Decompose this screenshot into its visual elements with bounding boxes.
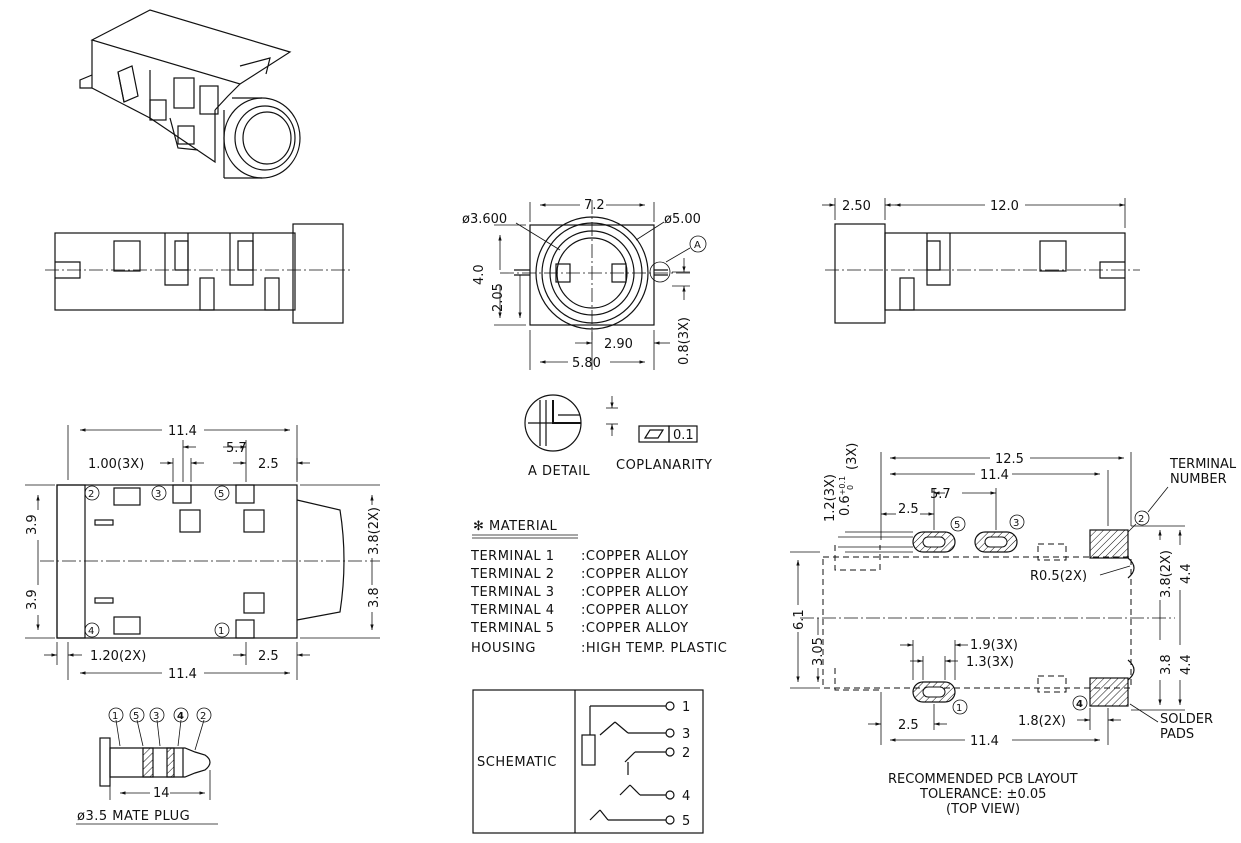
plug-terminal-3: 3: [153, 711, 159, 722]
pcb-caption-3: (TOP VIEW): [946, 802, 1020, 817]
schematic-pin-2: 2: [682, 746, 690, 761]
pcb-dim-lower-slot-w: 1.9(3X): [970, 638, 1018, 653]
solder-pads-label-1: SOLDER: [1160, 712, 1213, 727]
front-view: 7.2 ø3.600 ø5.00 A 4.0 2.05 2.90 5.80 0.…: [462, 198, 707, 371]
pcb-dim-slot-tol: 0.6+0.1: [838, 476, 853, 516]
material-table: ✻ MATERIAL TERMINAL 1 :COPPER ALLOY TERM…: [470, 519, 727, 656]
top-dim-half-top: 3.9: [25, 514, 40, 535]
pcb-dim-radius: R0.5(2X): [1030, 569, 1087, 584]
pcb-dim-overall: 12.5: [995, 452, 1024, 467]
plug-terminal-4: 4: [177, 711, 184, 722]
pcb-terminal-3: 3: [1013, 518, 1019, 529]
plug-caption: ø3.5 MATE PLUG: [77, 809, 190, 824]
schematic-label: SCHEMATIC: [477, 755, 557, 770]
schematic-pin-3: 3: [682, 727, 690, 742]
material-part-5: TERMINAL 5: [470, 621, 555, 636]
pcb-dim-lower-overall: 11.4: [970, 734, 999, 749]
pcb-terminal-4: 4: [1076, 699, 1083, 710]
terminal-number-label-1: TERMINAL: [1169, 457, 1237, 472]
schematic-pin-1: 1: [682, 700, 690, 715]
material-value-3: :COPPER ALLOY: [581, 585, 689, 600]
pcb-dim-inner: 11.4: [980, 468, 1009, 483]
top-dim-right-top: 3.8(2X): [367, 507, 382, 555]
pcb-caption-1: RECOMMENDED PCB LAYOUT: [888, 772, 1078, 787]
pcb-dim-right-top: 3.8(2X): [1159, 550, 1174, 598]
plug-terminal-1: 1: [112, 711, 118, 722]
left-side-view: [45, 223, 350, 324]
top-dim-bottom-pin: 1.20(2X): [90, 649, 146, 664]
front-dim-pin-spacing: 2.90: [604, 337, 633, 352]
material-value-5: :COPPER ALLOY: [581, 621, 689, 636]
pcb-dim-lower-offset: 2.5: [898, 718, 919, 733]
solder-pads-label-2: PADS: [1160, 727, 1194, 742]
pcb-caption-2: TOLERANCE: ±0.05: [919, 787, 1046, 802]
top-dim-half-bot: 3.9: [25, 589, 40, 610]
front-dim-pad-thickness: 0.8(3X): [677, 317, 692, 365]
detail-callout-a: A: [694, 240, 701, 251]
material-part-4: TERMINAL 4: [470, 603, 555, 618]
top-terminal-1: 1: [218, 626, 224, 637]
front-dim-dia-small: ø3.600: [462, 212, 507, 227]
material-value-1: :COPPER ALLOY: [581, 549, 689, 564]
a-detail-caption: A DETAIL: [528, 464, 590, 479]
pcb-dim-right-bot2: 4.4: [1179, 654, 1194, 675]
pcb-layout: 5 3 2 1 4 TERMINAL NUMBER SOLDER PADS R0…: [790, 443, 1237, 817]
pcb-dim-slot-tol-sub: 0: [846, 485, 855, 490]
material-part-2: TERMINAL 2: [470, 567, 555, 582]
pcb-dim-right-bot: 3.8: [1159, 654, 1174, 675]
coplanarity-value: 0.1: [673, 428, 694, 443]
plug-terminal-2: 2: [200, 711, 206, 722]
top-dim-pin-offset: 2.5: [258, 457, 279, 472]
top-terminal-2: 2: [88, 489, 94, 500]
right-side-view: 2.50 12.0: [822, 198, 1140, 324]
pcb-terminal-1: 1: [956, 703, 962, 714]
right-dim-nose: 2.50: [842, 199, 871, 214]
front-dim-width: 7.2: [584, 198, 605, 213]
front-dim-offset: 2.05: [491, 283, 506, 312]
coplanarity-label: COPLANARITY: [616, 458, 712, 473]
pcb-dim-slot-pitch: 5.7: [930, 487, 951, 502]
front-dim-height: 4.0: [472, 264, 487, 285]
pcb-dim-slot-tol-suffix: (3X): [845, 443, 860, 470]
top-dim-bottom-offset: 2.5: [258, 649, 279, 664]
material-heading: ✻ MATERIAL: [473, 519, 558, 534]
top-terminal-4: 4: [88, 626, 94, 637]
isometric-view: [79, 9, 301, 179]
top-dim-overall: 11.4: [168, 424, 197, 439]
pcb-dim-pad-w: 1.8(2X): [1018, 714, 1066, 729]
pcb-dim-slot-width: 1.2(3X): [823, 474, 838, 522]
pcb-dim-lower-slot-h: 1.3(3X): [966, 655, 1014, 670]
schematic: SCHEMATIC 1 3 2 4 5: [472, 689, 704, 834]
mate-plug: 1 5 3 4 2 14 ø3.5 MATE PLUG: [76, 707, 218, 825]
material-value-6: :HIGH TEMP. PLASTIC: [581, 641, 727, 656]
material-part-3: TERMINAL 3: [470, 585, 555, 600]
material-part-6: HOUSING: [471, 641, 536, 656]
top-dim-pin-pitch: 5.7: [226, 441, 247, 456]
right-dim-body: 12.0: [990, 199, 1019, 214]
pcb-terminal-2: 2: [1138, 514, 1144, 525]
top-view: 2 3 5 4 1 11.4 5.7 1.00(3X) 2.5 3.9: [25, 424, 382, 682]
schematic-pin-4: 4: [682, 789, 690, 804]
plug-dim-length: 14: [153, 786, 170, 801]
material-part-1: TERMINAL 1: [470, 549, 555, 564]
pcb-dim-left-lower: 3.05: [811, 637, 826, 666]
terminal-number-label-2: NUMBER: [1170, 472, 1227, 487]
pcb-dim-right-top2: 4.4: [1179, 563, 1194, 584]
top-terminal-5: 5: [218, 489, 224, 500]
front-dim-dia-large: ø5.00: [664, 212, 701, 227]
plug-terminal-5: 5: [133, 711, 139, 722]
front-dim-base-width: 5.80: [572, 356, 601, 371]
pcb-dim-slot-offset: 2.5: [898, 502, 919, 517]
top-terminal-3: 3: [155, 489, 161, 500]
top-dim-bottom-overall: 11.4: [168, 667, 197, 682]
top-dim-right-bot: 3.8: [367, 587, 382, 608]
pcb-terminal-5: 5: [954, 520, 960, 531]
pcb-dim-left-total: 6.1: [792, 609, 807, 630]
material-value-2: :COPPER ALLOY: [581, 567, 689, 582]
a-detail: 0.1 A DETAIL COPLANARITY: [524, 394, 712, 479]
schematic-pin-5: 5: [682, 814, 690, 829]
top-dim-pin-width: 1.00(3X): [88, 457, 144, 472]
material-value-4: :COPPER ALLOY: [581, 603, 689, 618]
